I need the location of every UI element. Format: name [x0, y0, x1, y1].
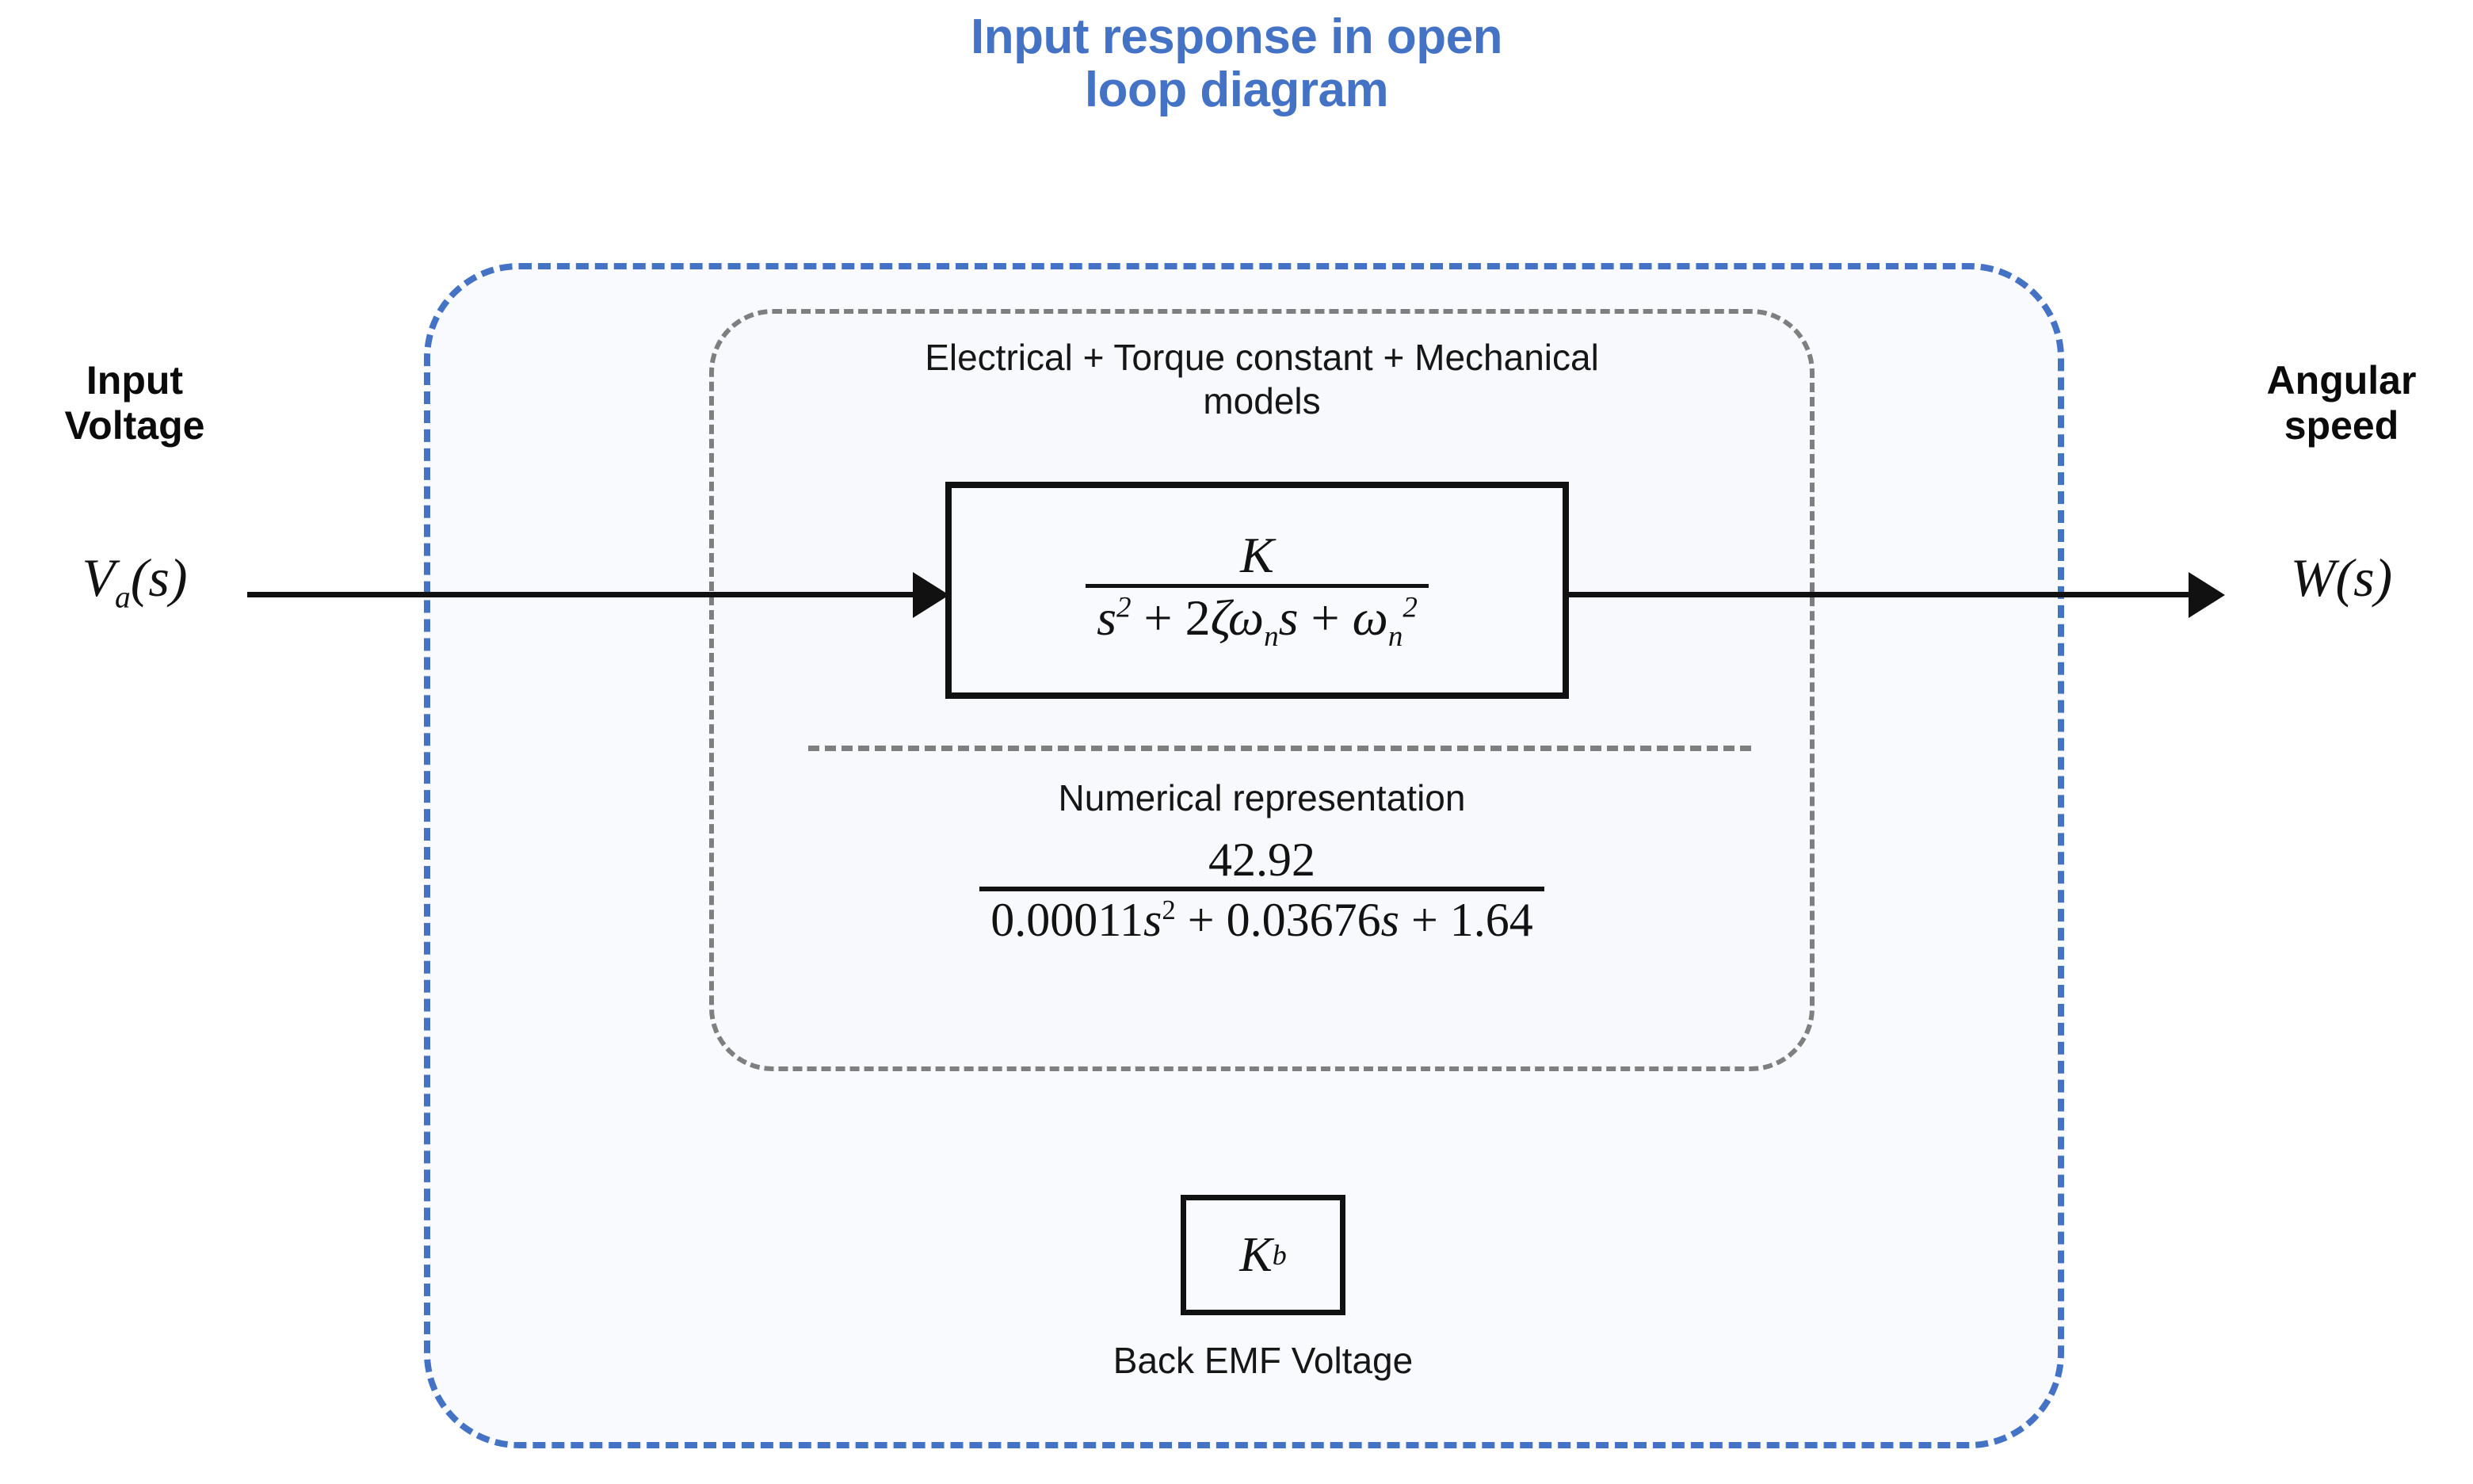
back-emf-symbol-subscript: b [1272, 1239, 1287, 1271]
numeric-representation-wrap: 42.92 0.00011s2 + 0.03676s + 1.64 [737, 836, 1787, 944]
num-den-c: 1.64 [1449, 894, 1533, 946]
output-signal-line [1566, 592, 2192, 597]
num-den-a-exp: 2 [1162, 895, 1176, 925]
symbolic-denominator: s2 + 2ζωns + ωn2 [1086, 588, 1429, 651]
output-arrow-icon [2189, 572, 2225, 618]
symbolic-numerator: K [1240, 526, 1274, 583]
back-emf-symbol: K [1239, 1227, 1273, 1282]
transfer-function-block[interactable]: K s2 + 2ζωns + ωn2 [945, 482, 1569, 699]
input-symbol-base: V [82, 547, 116, 608]
den-s-2: s [1278, 589, 1299, 646]
output-symbol-arg: (s) [2335, 547, 2393, 608]
input-symbol-arg: (s) [130, 547, 188, 608]
den-plus-1: + [1131, 589, 1185, 646]
input-arrow-icon [913, 572, 949, 618]
back-emf-caption: Back EMF Voltage [1112, 1340, 1414, 1381]
output-symbol-base: W [2290, 547, 2336, 608]
den-omega-1-sub: n [1264, 620, 1279, 653]
num-den-a-var: s [1143, 894, 1162, 946]
output-port-label: Angular speed [2266, 358, 2417, 448]
den-s: s [1097, 589, 1116, 646]
num-den-plus-1: + [1175, 894, 1227, 946]
den-omega-2-sub: n [1387, 620, 1403, 653]
den-omega-2-exp: 2 [1403, 591, 1418, 624]
num-den-plus-2: + [1399, 894, 1450, 946]
plant-caption: Electrical + Torque constant + Mechanica… [925, 337, 1599, 422]
page-title: Input response in open loop diagram [970, 10, 1503, 117]
plant-section-divider [808, 746, 1751, 751]
numeric-fraction-bar [979, 887, 1544, 891]
den-two: 2 [1185, 589, 1211, 646]
den-omega-1: ω [1227, 589, 1265, 646]
numeric-numerator: 42.92 [1208, 834, 1315, 886]
input-symbol-subscript: a [115, 579, 131, 615]
den-omega-2: ω [1352, 589, 1388, 646]
numeric-transfer-function: 42.92 0.00011s2 + 0.03676s + 1.64 [979, 836, 1544, 944]
fraction-bar [1086, 583, 1429, 588]
num-den-b: 0.03676 [1226, 894, 1381, 946]
symbolic-transfer-function: K s2 + 2ζωns + ωn2 [1086, 526, 1429, 651]
numeric-representation-caption: Numerical representation [1058, 777, 1466, 818]
input-port-symbol: Va(s) [8, 547, 261, 616]
output-port-symbol: W(s) [2219, 547, 2464, 609]
den-plus-2: + [1298, 589, 1353, 646]
den-s-exponent: 2 [1116, 591, 1132, 624]
numeric-denominator: 0.00011s2 + 0.03676s + 1.64 [979, 891, 1544, 944]
num-den-b-var: s [1380, 894, 1399, 946]
num-den-a: 0.00011 [990, 894, 1143, 946]
input-port-label: Input Voltage [64, 358, 205, 448]
input-signal-line [247, 592, 925, 597]
den-zeta: ζ [1210, 589, 1228, 646]
